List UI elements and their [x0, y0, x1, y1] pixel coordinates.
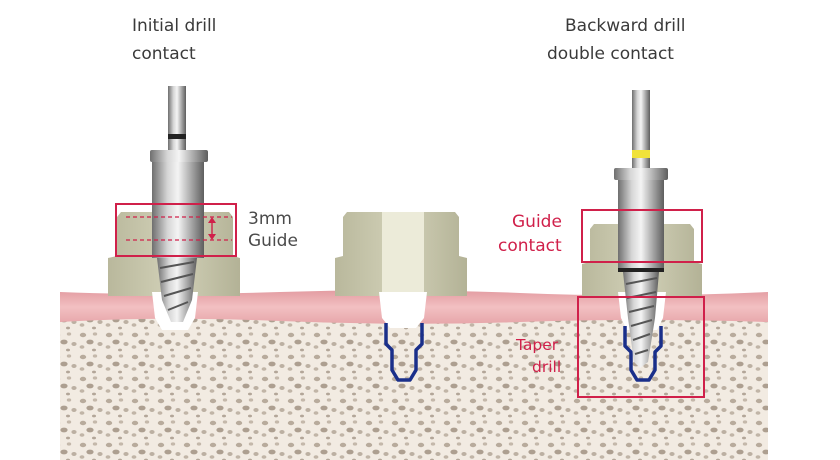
taper-drill-label-line2: drill: [532, 358, 562, 376]
left-drill-body: [152, 162, 204, 258]
left-drill-black-band: [168, 134, 186, 139]
right-drill-black-band: [618, 268, 664, 272]
left-title-line1: Initial drill: [132, 16, 217, 36]
guide-depth-label-line1: 3mm: [248, 209, 292, 229]
middle-assembly: [335, 212, 467, 382]
left-title-line2: contact: [132, 44, 196, 64]
left-drill-tip: [157, 258, 197, 322]
left-guide-highlight-box: [115, 203, 237, 257]
taper-drill-label-line1: Taper: [516, 336, 559, 354]
guide-contact-label-line1: Guide: [512, 212, 562, 232]
right-title-line1: Backward drill: [565, 16, 686, 36]
guide-contact-label-line2: contact: [498, 236, 562, 256]
right-assembly: [577, 90, 705, 398]
guide-depth-label-line2: Guide: [248, 231, 298, 251]
middle-sleeve-bore: [382, 212, 424, 296]
right-drill-yellow-band: [632, 150, 650, 158]
left-assembly: [108, 86, 240, 330]
right-implant-outline: [623, 326, 663, 382]
middle-osteotomy: [379, 292, 427, 328]
right-title-line2: double contact: [547, 44, 674, 64]
right-drill-collar: [614, 168, 668, 180]
right-taper-drill-box: [577, 296, 705, 398]
left-drill-shank: [168, 86, 186, 152]
middle-implant-outline: [384, 323, 424, 382]
right-drill-body: [618, 180, 664, 272]
left-drill-collar: [150, 150, 208, 162]
right-drill-shank: [632, 90, 650, 168]
right-guide-contact-box: [581, 209, 703, 263]
